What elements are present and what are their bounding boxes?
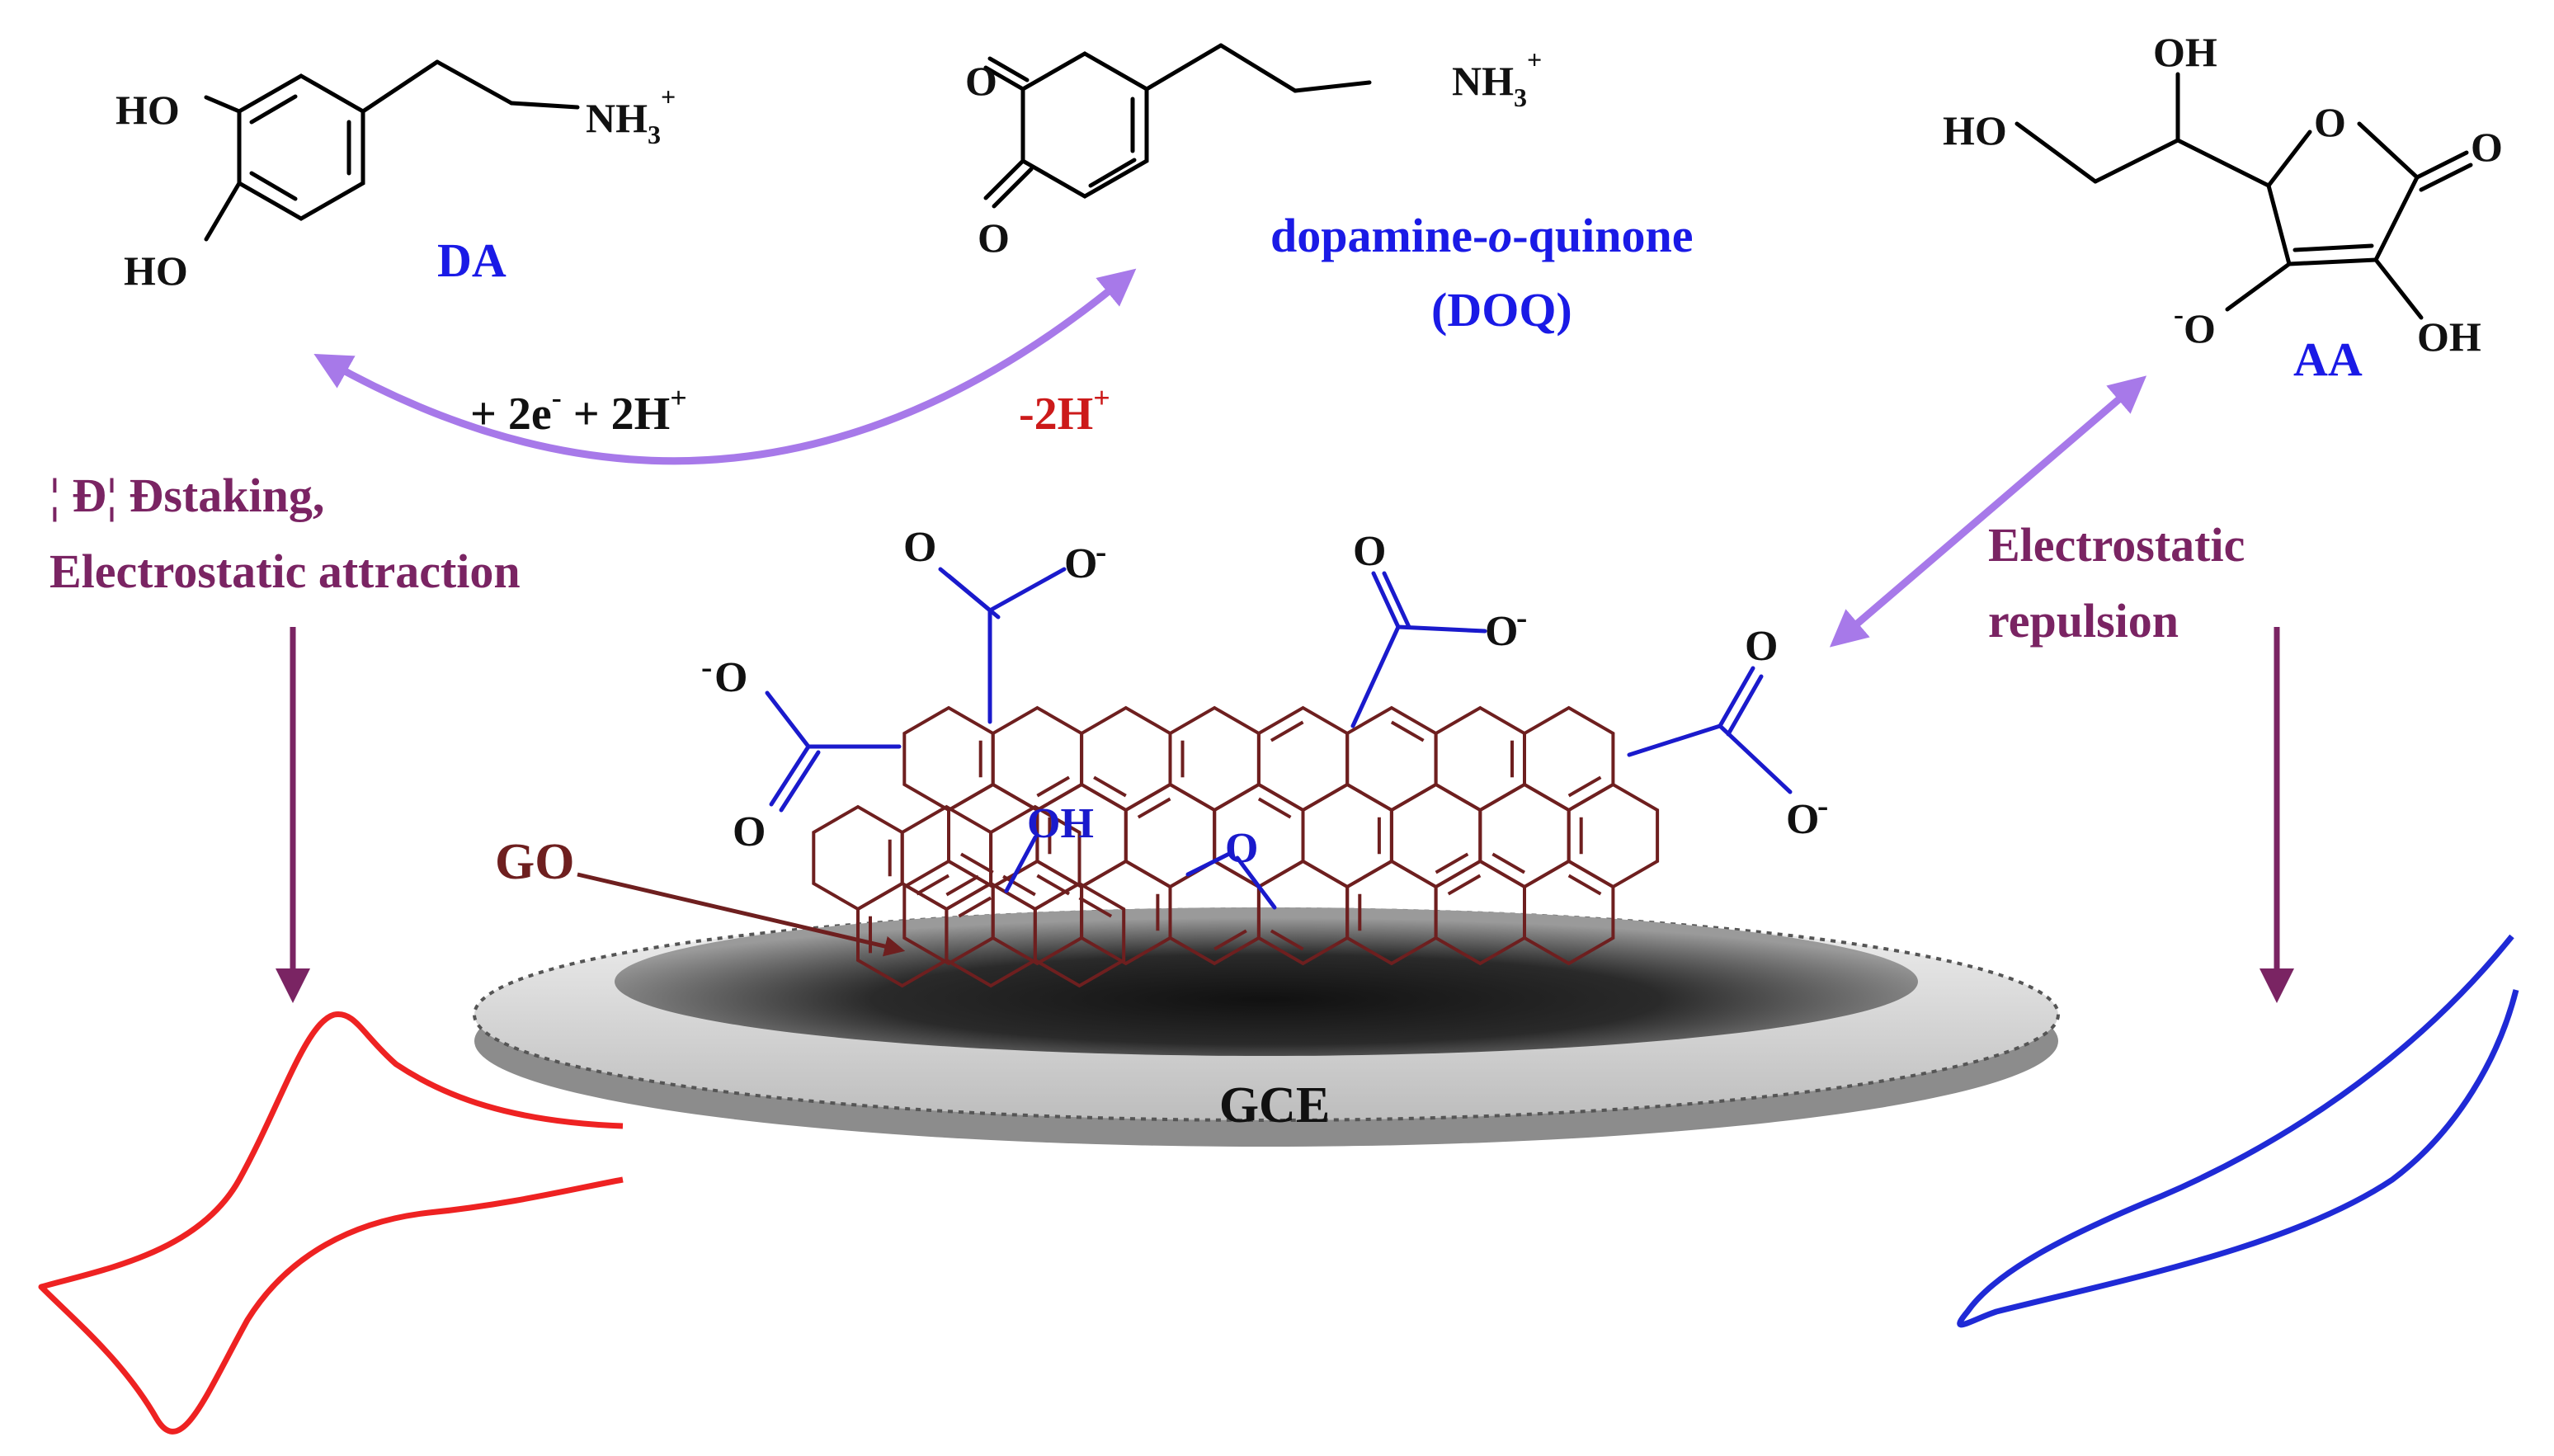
graphene-double-bond [1447, 874, 1482, 896]
go-functional-groups [765, 567, 1793, 910]
graphene-double-bond [1213, 929, 1247, 951]
go-label: GO [495, 834, 574, 890]
graphene-double-bond [916, 874, 950, 896]
aa-o-minus: -O [2174, 298, 2216, 351]
graphene-double-bond [960, 852, 994, 874]
dopamine-structure [204, 59, 580, 242]
graphene-double-bond [1270, 720, 1304, 742]
da-name: DA [437, 233, 507, 287]
interaction-labels: ¦ Ð¦ Ðstaking, Electrostatic attraction … [49, 469, 2245, 648]
da-amine: NH3+ [586, 82, 676, 149]
da-ho-bottom: HO [124, 247, 188, 294]
go-o-1: O [903, 524, 936, 571]
graphene-double-bond [958, 896, 992, 918]
aa-ring-o: O [2314, 99, 2346, 145]
left-interaction-line1: ¦ Ð¦ Ðstaking, [49, 469, 324, 522]
ascorbic-acid-structure [2014, 72, 2473, 320]
go-o-2: O [1353, 528, 1386, 575]
repulsion-double-arrow [1829, 375, 2147, 648]
go-o-minus-4: O [1786, 796, 1819, 843]
go-minus-3: - [701, 648, 712, 686]
graphene-double-bond [1435, 852, 1469, 874]
da-cyclic-voltammogram [38, 1011, 624, 1435]
doq-amine: NH3+ [1452, 45, 1542, 112]
go-minus-2: - [1516, 599, 1527, 636]
graphene-ring [1033, 881, 1126, 988]
graphene-double-bond [1078, 896, 1113, 918]
doq-o-bottom: O [978, 214, 1010, 261]
go-minus-4: - [1817, 787, 1828, 824]
go-pointer-arrow [577, 872, 906, 957]
go-hydroxyl-label: OH [1027, 800, 1094, 847]
aa-keto-o: O [2471, 124, 2503, 170]
reduction-electrons: + 2e- + 2H+ [470, 381, 687, 440]
aa-name: AA [2293, 332, 2363, 386]
go-o-minus-3: O [714, 654, 747, 701]
graphene-double-bond [1567, 775, 1602, 798]
gce-label: GCE [1219, 1077, 1330, 1133]
go-minus-1: - [1096, 533, 1106, 570]
aa-oh-top: OH [2153, 29, 2217, 75]
redox-curved-arrow [313, 268, 1137, 465]
left-interaction-line2: Electrostatic attraction [49, 544, 521, 598]
electrode-glassy-carbon-disk [615, 907, 1918, 1056]
graphene-double-bond [1137, 797, 1171, 819]
graphene-double-bond [1390, 720, 1425, 742]
graphene-double-bond [1257, 797, 1292, 819]
graphene-double-bond [945, 874, 980, 897]
reaction-labels: + 2e- + 2H+ -2H+ [470, 381, 1110, 440]
go-o-4: O [1745, 623, 1778, 670]
go-group-labels: O O - O O - - O O O O - OH O [701, 524, 1828, 872]
graphene-ring [1523, 859, 1615, 966]
doq-structure [983, 43, 1372, 209]
doq-abbr: (DOQ) [1431, 283, 1572, 337]
doq-labels: O O NH3+ dopamine-o-quinone (DOQ) [965, 45, 1693, 337]
aa-ho-left: HO [1943, 107, 2007, 153]
go-o-3: O [733, 808, 766, 855]
right-interaction-line2: repulsion [1988, 594, 2179, 648]
graphene-double-bond [1093, 775, 1127, 798]
dopamine-labels: HO HO NH3+ DA [115, 82, 676, 294]
graphene-double-bond [1270, 929, 1304, 951]
graphene-double-bond [1491, 852, 1526, 874]
go-o-minus-1: O [1064, 540, 1097, 587]
oxidation-protons: -2H+ [1019, 381, 1110, 440]
go-epoxy-label: O [1225, 825, 1258, 872]
graphene-double-bond [1002, 874, 1036, 897]
da-ho-top: HO [115, 87, 180, 133]
doq-name: dopamine-o-quinone [1270, 209, 1693, 262]
go-o-minus-2: O [1485, 608, 1518, 655]
aa-oh-right: OH [2417, 313, 2481, 360]
graphene-double-bond [1036, 775, 1071, 798]
gce-electrode: GCE [473, 907, 2060, 1147]
doq-o-top: O [965, 58, 997, 104]
aa-cyclic-voltammogram [1957, 934, 2519, 1328]
graphene-double-bond [1567, 874, 1602, 896]
right-interaction-line1: Electrostatic [1988, 518, 2245, 572]
ascorbic-acid-labels: OH HO O O -O OH AA [1943, 29, 2503, 386]
